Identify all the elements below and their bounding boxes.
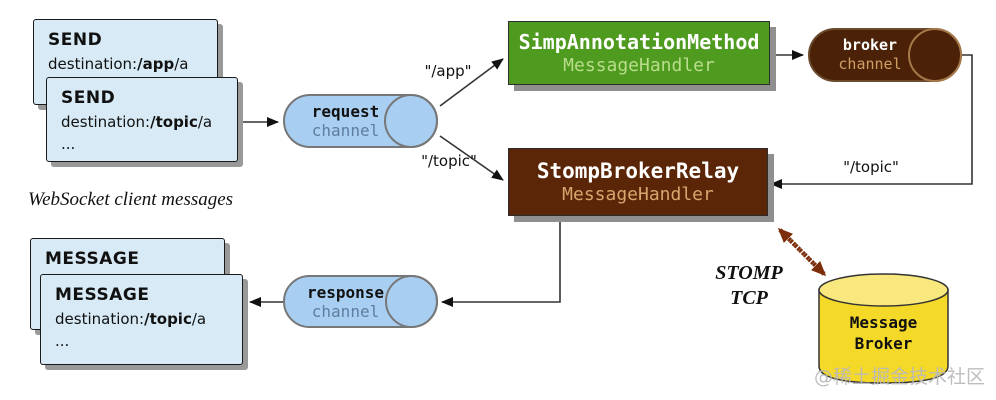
card-destination: destination:/topic/a <box>55 310 228 328</box>
card-title: SEND <box>61 88 116 108</box>
pill-end-cap <box>908 28 962 82</box>
message-card-front: MESSAGE destination:/topic/a ... <box>40 274 243 365</box>
message-broker-cylinder-body <box>818 289 949 384</box>
destination-suffix: /a <box>191 310 207 328</box>
annotation-handler-box: SimpAnnotationMethod MessageHandler <box>508 21 770 85</box>
channel-word: channel <box>311 121 380 140</box>
tcp-label: TCP <box>730 287 768 309</box>
card-destination: destination:/app/a <box>48 55 203 73</box>
channel-name: response <box>306 282 385 302</box>
destination-prefix: destination: <box>55 310 145 328</box>
arrow-broker-channel-to-relay <box>770 54 973 189</box>
channel-name: broker <box>842 36 898 54</box>
card-title: SEND <box>48 30 103 50</box>
handler-name: SimpAnnotationMethod <box>518 29 760 54</box>
card-title: MESSAGE <box>55 285 150 305</box>
websocket-caption: WebSocket client messages <box>28 189 234 210</box>
pill-end-cap <box>385 275 438 328</box>
stomp-arrow-to-broker <box>784 234 827 277</box>
request-channel-pill: request channel <box>283 94 438 148</box>
destination-path: /topic <box>150 113 198 131</box>
destination-path: /app <box>137 55 175 73</box>
arrow-request-to-relay <box>439 135 504 181</box>
topic-route-label: "/topic" <box>421 152 477 170</box>
watermark: @稀土掘金技术社区 <box>813 366 985 388</box>
card-ellipsis: ... <box>61 135 76 153</box>
broker-channel-pill: broker channel <box>808 28 962 82</box>
message-broker-cylinder-top <box>818 273 949 307</box>
relay-handler-box: StompBrokerRelay MessageHandler <box>508 148 768 216</box>
broker-topic-label: "/topic" <box>843 158 899 176</box>
send-card-front: SEND destination:/topic/a ... <box>46 77 238 162</box>
stomp-label: STOMP <box>715 262 783 284</box>
destination-prefix: destination: <box>61 113 151 131</box>
card-ellipsis: ... <box>55 332 70 350</box>
card-title: MESSAGE <box>45 249 140 269</box>
destination-suffix: /a <box>197 113 213 131</box>
message-broker-label: Message Broker <box>819 312 948 354</box>
channel-name: request <box>311 102 380 121</box>
channel-word: channel <box>311 301 380 321</box>
handler-name: StompBrokerRelay <box>536 158 740 183</box>
channel-word: channel <box>838 55 902 73</box>
broker-word-1: Message <box>849 313 918 332</box>
pill-end-cap <box>384 94 438 148</box>
handler-type: MessageHandler <box>562 183 714 205</box>
arrow-request-to-annotation <box>439 58 504 107</box>
destination-path: /topic <box>144 310 192 328</box>
arrow-relay-to-response-channel <box>441 218 561 307</box>
response-channel-pill: response channel <box>283 275 438 328</box>
app-route-label: "/app" <box>424 62 472 80</box>
card-destination: destination:/topic/a <box>61 113 223 131</box>
destination-prefix: destination: <box>48 55 138 73</box>
broker-word-2: Broker <box>854 334 913 353</box>
handler-type: MessageHandler <box>563 54 715 76</box>
destination-suffix: /a <box>174 55 189 73</box>
